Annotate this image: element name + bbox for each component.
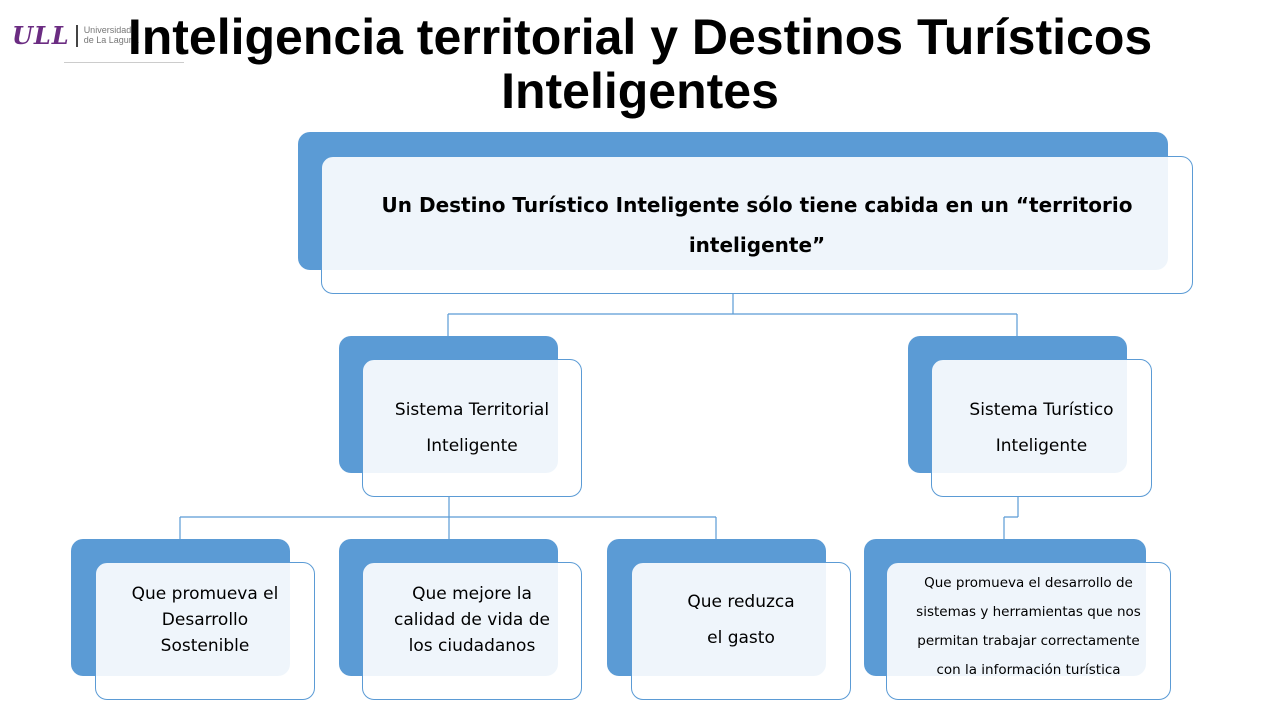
node-sistema-turistico-box: Sistema Turístico Inteligente [931, 359, 1152, 497]
node-root-box: Un Destino Turístico Inteligente sólo ti… [321, 156, 1193, 294]
node-calidad-de-vida-label: Que mejore la calidad de vida de los ciu… [394, 584, 550, 656]
logo-divider [75, 25, 78, 47]
connector-root-to-branches [447, 294, 1018, 336]
slide-title: Inteligencia territorial y Destinos Turí… [127, 9, 1153, 119]
node-reduzca-gasto-box: Que reduzca el gasto [631, 562, 851, 700]
node-sistema-turistico-label: Sistema Turístico Inteligente [969, 400, 1114, 456]
logo-underline [64, 62, 184, 63]
connector-territorial-to-children [179, 497, 717, 539]
node-informacion-turistica-box: Que promueva el desarrollo de sistemas y… [886, 562, 1171, 700]
node-sistema-territorial-label: Sistema Territorial Inteligente [394, 400, 550, 456]
node-informacion-turistica-label: Que promueva el desarrollo de sistemas y… [916, 575, 1141, 678]
node-sistema-territorial-box: Sistema Territorial Inteligente [362, 359, 582, 497]
node-calidad-de-vida-box: Que mejore la calidad de vida de los ciu… [362, 562, 582, 700]
node-root-label: Un Destino Turístico Inteligente sólo ti… [381, 193, 1133, 257]
node-desarrollo-sostenible-box: Que promueva el Desarrollo Sostenible [95, 562, 315, 700]
ull-logo-mark: ULL [12, 21, 70, 50]
logo-subtext: Universidad de La Laguna [83, 25, 139, 45]
node-reduzca-gasto-label: Que reduzca el gasto [687, 592, 795, 648]
ull-logo: ULL Universidad de La Laguna [12, 21, 192, 63]
node-desarrollo-sostenible-label: Que promueva el Desarrollo Sostenible [131, 584, 279, 656]
connector-turistico-to-child [1003, 497, 1019, 539]
